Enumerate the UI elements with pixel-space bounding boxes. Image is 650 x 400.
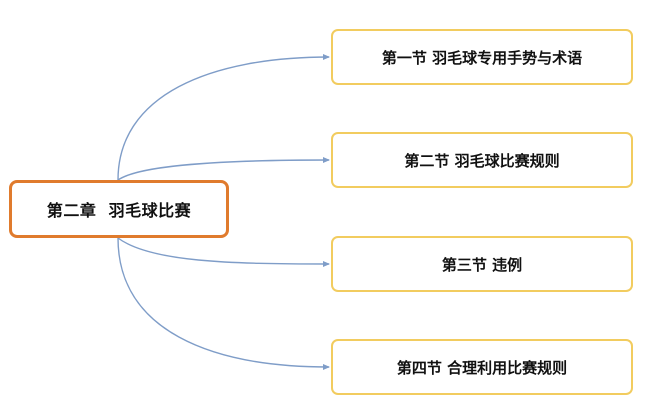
connector-to-section-2: [117, 157, 330, 181]
section-2-label: 第二节 羽毛球比赛规则: [404, 151, 560, 170]
connector-to-section-3: [117, 237, 330, 267]
section-4-label: 第四节 合理利用比赛规则: [396, 358, 568, 377]
section-1-label: 第一节 羽毛球专用手势与术语: [381, 48, 583, 67]
connector-to-section-4: [117, 237, 330, 370]
section-1-node: 第一节 羽毛球专用手势与术语: [331, 29, 633, 85]
root-node: 第二章 羽毛球比赛: [9, 180, 229, 238]
section-3-label: 第三节 违例: [441, 255, 523, 274]
connector-to-section-1: [117, 54, 330, 181]
section-2-node: 第二节 羽毛球比赛规则: [331, 132, 633, 188]
section-3-node: 第三节 违例: [331, 236, 633, 292]
root-node-label: 第二章 羽毛球比赛: [46, 201, 192, 220]
section-4-node: 第四节 合理利用比赛规则: [331, 339, 633, 395]
